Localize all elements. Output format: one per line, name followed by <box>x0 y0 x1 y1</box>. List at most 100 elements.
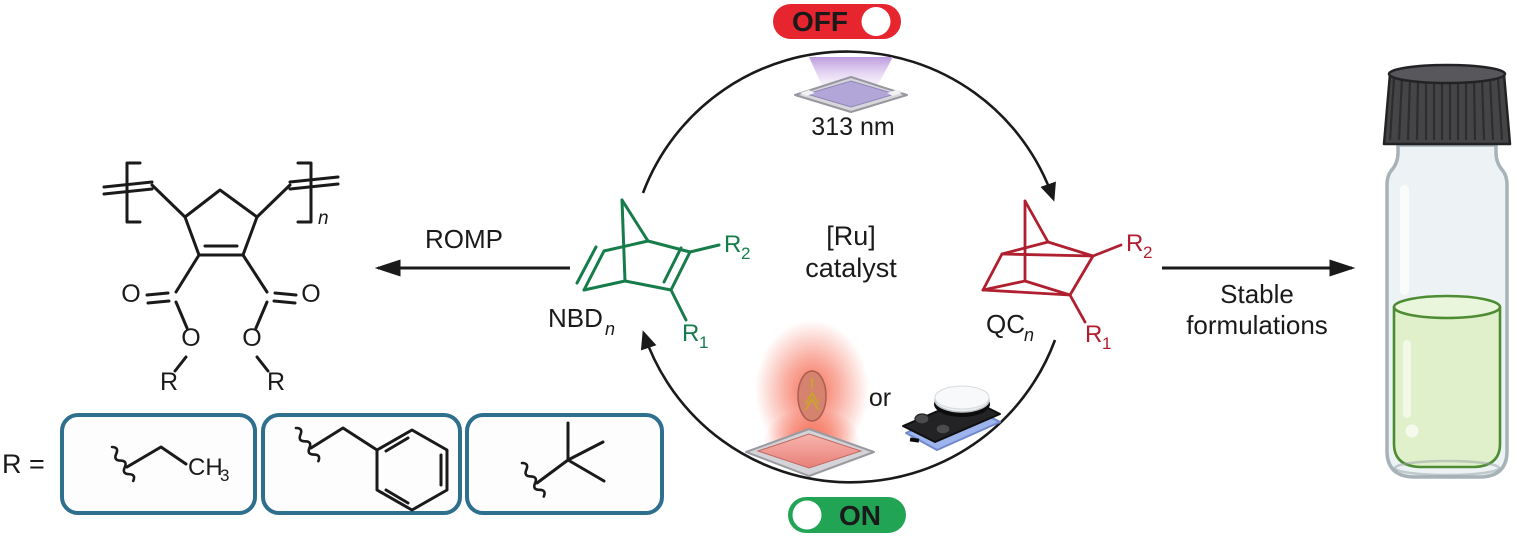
nbd-bond <box>582 279 627 292</box>
reaction-cycle-arcs <box>640 50 1057 484</box>
qc-bond <box>1046 240 1095 258</box>
polymer-double-bond <box>288 182 340 191</box>
red-bulb-icon <box>797 370 827 422</box>
off-toggle: OFF <box>773 4 901 39</box>
nbd-double-bond <box>575 245 598 285</box>
qc-bond <box>1068 254 1095 297</box>
nbd-r2-label: R 2 <box>724 231 750 263</box>
nbd-bond <box>646 239 692 254</box>
polymer-bond <box>255 183 292 219</box>
polymer-ring-bond <box>183 215 201 257</box>
vial-liquid-meniscus <box>1392 294 1502 320</box>
polymer-bond <box>174 300 189 330</box>
r-group-legend: R = CH 3 <box>2 413 664 515</box>
qc-r1-label: R 1 <box>1085 321 1111 353</box>
nbd-bond <box>623 279 673 292</box>
stirrer-knob-left <box>914 413 930 425</box>
nbd-r1-bond <box>669 288 688 322</box>
benzyl-ch2-bond <box>309 426 379 452</box>
polymer-bracket-right <box>296 161 313 224</box>
qc-bond <box>1000 252 1095 258</box>
wavy-bond <box>294 426 321 463</box>
nbd-bond <box>602 239 650 253</box>
benzene-double-bond <box>384 488 410 505</box>
ethyl-ch3-label: CH 3 <box>188 454 229 485</box>
qc-bond <box>1023 279 1072 297</box>
vial-base-line <box>1393 459 1501 477</box>
nbd-structure: NBD n R 2 R 1 <box>548 198 750 352</box>
nbd-bond <box>620 198 650 243</box>
vial-cap-ribs <box>1388 77 1504 141</box>
polymer-double-bond <box>102 187 154 196</box>
off-toggle-knob-icon <box>861 7 891 36</box>
ethyl-bond <box>125 445 188 469</box>
vial-icon <box>1382 63 1512 479</box>
uv-lamp-icon <box>794 57 908 113</box>
benzene-double-bond <box>384 436 410 453</box>
qc-structure: QC n R 2 R 1 <box>981 199 1152 353</box>
catalyst-label: catalyst <box>805 253 897 283</box>
vial-glass-highlight <box>1400 185 1409 295</box>
wavy-bond <box>520 461 546 498</box>
on-toggle: ON <box>788 497 906 533</box>
stirrer-knob-right <box>935 423 951 435</box>
polymer-n-subscript: n <box>318 208 329 229</box>
tbu-bond <box>566 458 606 483</box>
qc-r1-bond <box>1068 293 1087 324</box>
cycle-arc-bottom <box>640 330 1057 484</box>
stirrer-plate-disc-top <box>934 385 990 410</box>
polymer-double-bond <box>288 175 340 184</box>
qc-bond <box>981 279 1027 292</box>
benzene-ring <box>375 428 449 512</box>
qc-bond <box>981 288 1072 297</box>
vial-liquid-highlight <box>1403 340 1411 418</box>
polymer-co-double-bond <box>272 299 297 305</box>
r-atom-left: R <box>160 368 178 396</box>
magnetic-stirrer-icon <box>902 385 1001 451</box>
uv-wavelength-label: 313 nm <box>811 113 894 141</box>
ru-catalyst-label: [Ru] catalyst <box>805 221 897 283</box>
stable-label-line2: formulations <box>1186 310 1328 340</box>
nbd-double-bond <box>662 246 683 284</box>
ethyl-group-icon: CH 3 <box>110 445 229 485</box>
polymer-bond <box>241 253 269 294</box>
nbd-r2-bond <box>688 243 721 254</box>
vial-liquid <box>1392 305 1502 469</box>
vial-bubble <box>1405 424 1419 438</box>
polymer-bond <box>150 183 187 219</box>
qc-label: QC n <box>986 309 1034 345</box>
stirrer-port <box>909 437 920 443</box>
r-atom-right: R <box>267 368 285 396</box>
ester-o-left: O <box>181 324 200 352</box>
qc-bond <box>1023 199 1050 244</box>
polymer-co-double-bond <box>145 291 170 297</box>
on-toggle-knob-icon <box>792 500 822 530</box>
qc-r2-bond <box>1091 243 1123 258</box>
nbd-label: NBD n <box>548 303 615 339</box>
off-toggle-label: OFF <box>792 6 848 37</box>
vial-cap-top <box>1387 63 1507 85</box>
polymer-bond <box>173 355 188 373</box>
r-group-box-benzyl <box>261 413 462 515</box>
polymer-bond <box>174 253 201 294</box>
nbd-r1-label: R 1 <box>682 320 708 352</box>
wavy-bond <box>110 445 136 483</box>
nbd-double-bond <box>582 249 606 292</box>
bulb-filament-icon <box>805 378 819 410</box>
polymer-bond <box>254 300 269 330</box>
tbu-bond <box>535 458 570 485</box>
benzyl-group-icon <box>294 426 449 512</box>
or-label: or <box>869 384 891 412</box>
uv-plate-tab-left <box>800 90 815 96</box>
qc-bond <box>981 252 1004 292</box>
carbonyl-o-left: O <box>121 280 140 308</box>
red-plate-surface <box>756 433 863 469</box>
stable-label-line1: Stable <box>1220 279 1294 309</box>
romp-arrow: ROMP <box>374 224 570 277</box>
uv-plate-tab-right <box>887 90 902 96</box>
nbd-bond <box>620 198 627 283</box>
polymer-ring-bond <box>183 188 259 219</box>
r-group-box-ethyl <box>60 413 257 515</box>
nbd-double-bond <box>669 250 692 292</box>
